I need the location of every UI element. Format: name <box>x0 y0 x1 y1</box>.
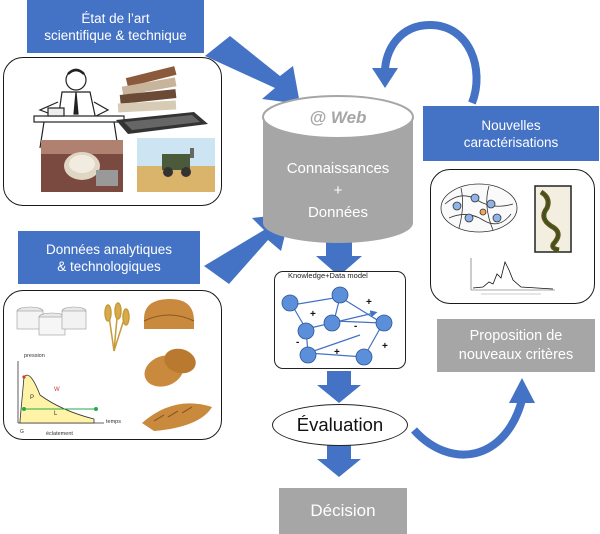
arrow-db-to-model <box>316 242 362 276</box>
alveograph-mini-chart: pression temps éclatement P W L G <box>17 353 121 437</box>
caracterisation-illustration <box>440 183 572 295</box>
etat-art-line2: scientifique & technique <box>44 27 187 43</box>
mini-chart-l: L <box>54 411 58 417</box>
database-line3: Données <box>307 204 369 221</box>
etat-art-illustration <box>33 66 215 192</box>
crackers-image <box>144 348 196 387</box>
graph-sign-4: - <box>354 321 357 332</box>
spectrum-plot <box>470 258 555 295</box>
decision-label: Décision <box>310 501 376 520</box>
etat-art-line1: État de l’art <box>81 10 150 26</box>
lab-instrument-photo <box>41 140 123 192</box>
mini-chart-xlabel: temps <box>106 419 121 425</box>
edge-5 <box>333 319 386 327</box>
edge-3 <box>339 296 386 325</box>
knowledge-graph: + + + - - + <box>281 286 393 366</box>
proposition-line2: nouveaux critères <box>458 346 574 363</box>
mini-chart-w: W <box>54 387 60 393</box>
donnees-line1: Données analytiques <box>45 241 173 257</box>
graph-node-2 <box>331 286 349 304</box>
mini-chart-p: P <box>30 395 34 401</box>
graph-sign-1: + <box>310 309 316 320</box>
proposition-box: Proposition de nouveaux critères <box>437 319 595 372</box>
mini-chart-g: G <box>20 429 24 435</box>
graph-node-4 <box>323 314 341 332</box>
graph-node-7 <box>355 348 373 366</box>
baguette-image <box>142 403 212 431</box>
curved-arrow-top <box>372 20 481 105</box>
graph-node-3 <box>375 314 393 332</box>
graph-node-1 <box>281 294 299 312</box>
books-laptop-image <box>116 66 208 134</box>
donnees-analytiques-box: Données analytiques & technologiques <box>18 231 200 284</box>
etat-art-image-panel <box>3 57 222 206</box>
database-line1: Connaissances <box>286 160 390 177</box>
database-text: Connaissances + Données <box>262 158 414 224</box>
nouvelles-line1: Nouvelles <box>481 117 541 133</box>
wheat-image <box>104 302 130 352</box>
nouvelles-line2: caractérisations <box>463 134 559 150</box>
microstructure-diagram <box>440 183 518 233</box>
arrow-etat-to-db <box>205 36 300 104</box>
nouvelles-caracterisations-box: Nouvelles caractérisations <box>423 106 599 161</box>
caracterisation-image-panel <box>430 169 595 304</box>
micrograph-image <box>534 185 572 253</box>
curved-arrow-bottom <box>411 378 535 459</box>
donnees-image-panel: pression temps éclatement P W L G <box>3 290 222 440</box>
decision-box: Décision <box>279 488 407 534</box>
arrow-model-to-evaluation <box>317 371 361 403</box>
mini-chart-ylabel: pression <box>24 353 45 359</box>
graph-sign-3: + <box>334 347 340 358</box>
graph-sign-5: - <box>296 337 299 348</box>
edge-9 <box>307 334 361 354</box>
graph-sign-6: + <box>382 341 388 352</box>
graph-sign-2: + <box>366 297 372 308</box>
proposition-line1: Proposition de <box>469 327 563 344</box>
etat-art-box: État de l’art scientifique & technique <box>27 0 204 53</box>
bread-loaf-image <box>143 299 195 329</box>
harvest-field-photo <box>137 138 215 192</box>
arrow-donnees-to-db <box>204 214 290 284</box>
evaluation-label: Évaluation <box>296 414 384 435</box>
donnees-line2: & technologiques <box>57 258 161 274</box>
arrow-evaluation-to-decision <box>317 445 361 477</box>
man-at-desk-image <box>33 68 125 149</box>
database-cylinder <box>262 95 414 243</box>
edge-8 <box>307 352 365 358</box>
graph-node-6 <box>299 346 317 364</box>
edge-1 <box>291 294 344 306</box>
database-title: @ Web <box>309 108 367 127</box>
flour-samples-image <box>16 306 87 336</box>
donnees-illustration: pression temps éclatement P W L G <box>16 299 212 437</box>
graph-node-5 <box>297 322 315 340</box>
database-line2: + <box>333 182 343 199</box>
knowledge-data-model-label: Knowledge+Data model <box>288 271 368 280</box>
evaluation-ellipse: Évaluation <box>272 404 408 446</box>
mini-chart-xsub: éclatement <box>46 431 73 437</box>
